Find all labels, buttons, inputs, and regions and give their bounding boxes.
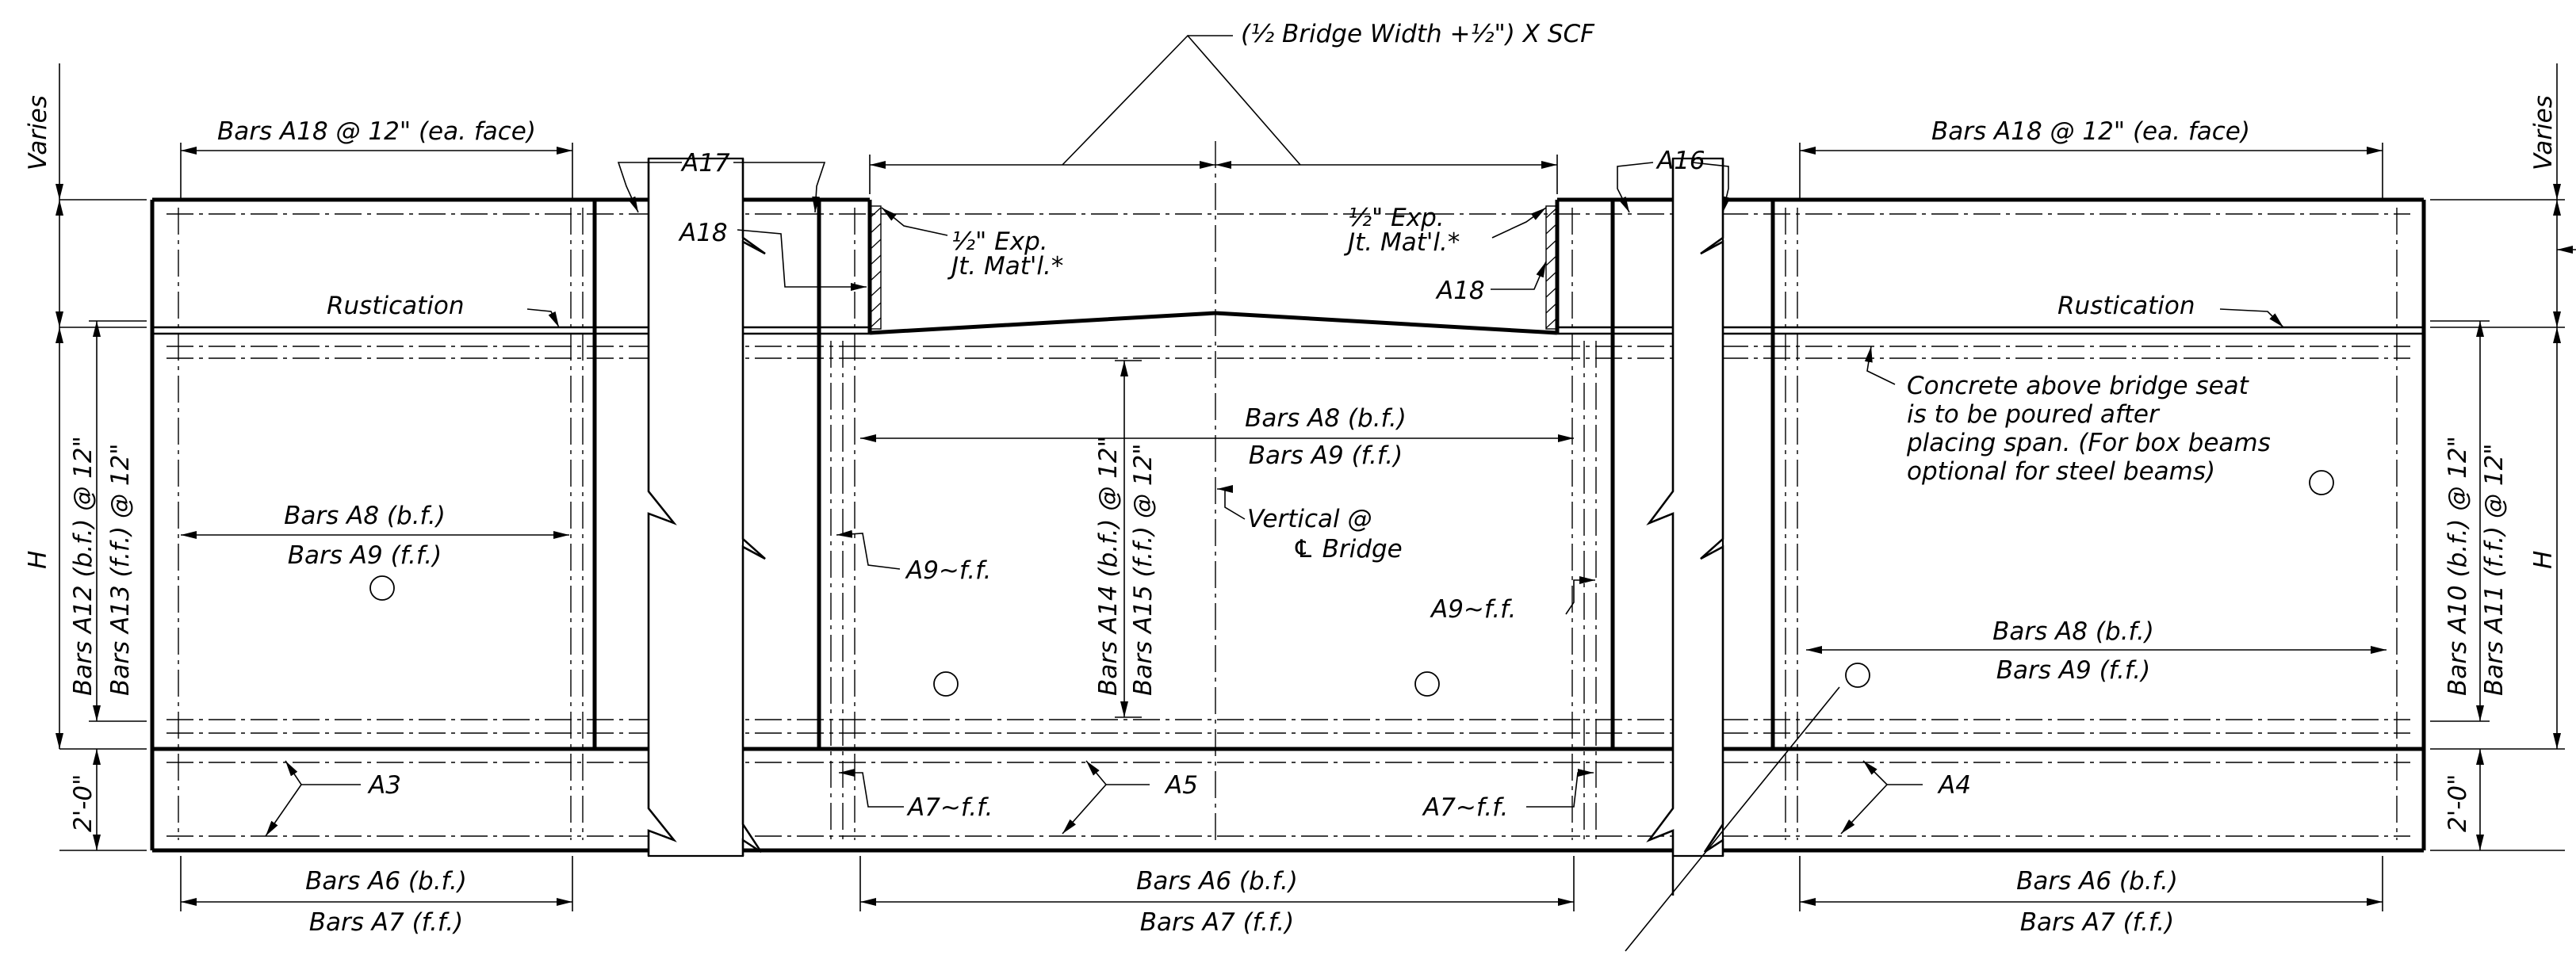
exp-joint-left-line1: ½" Exp. (951, 227, 1048, 256)
bridge-width-label: (½ Bridge Width +½") X SCF (1241, 20, 1595, 48)
two-foot-right: 2'-0" (2444, 774, 2472, 832)
bars-a15-label: Bars A15 (f.f.) @ 12" (1129, 443, 1158, 696)
a7-ff-left: A7~f.f. (906, 793, 993, 822)
bars-a8-left: Bars A8 (b.f.) (284, 502, 446, 530)
bars-a7-center: Bars A7 (f.f.) (1140, 908, 1294, 937)
a18-callout-left: A18 (678, 219, 728, 247)
bars-a7-right: Bars A7 (f.f.) (2020, 908, 2174, 937)
a9-ff-right: A9~f.f. (1430, 595, 1516, 624)
leaders (265, 162, 2284, 952)
bars-a13-label: Bars A13 (f.f.) @ 12" (106, 443, 135, 696)
exp-joint-right-line1: ½" Exp. (1348, 204, 1445, 232)
varies-left: Varies (24, 95, 52, 170)
varies-right: Varies (2529, 95, 2558, 170)
bars-a10-label: Bars A10 (b.f.) @ 12" (2444, 436, 2472, 696)
concrete-note-line2: is to be poured after (1907, 400, 2161, 429)
bars-a6-left: Bars A6 (b.f.) (305, 867, 467, 896)
bars-a8-right: Bars A8 (b.f.) (1992, 617, 2154, 646)
a9-ff-left: A9~f.f. (905, 556, 991, 585)
a18-spacing-right: Bars A18 @ 12" (ea. face) (1931, 117, 2250, 146)
dimensions (56, 34, 2576, 911)
height-left: H (24, 551, 52, 569)
expansion-joint-right (1545, 205, 1558, 330)
bars-a9-center: Bars A9 (f.f.) (1249, 441, 1403, 470)
a3-callout: A3 (367, 771, 401, 800)
a17-callout: A17 (680, 149, 730, 178)
bars-a9-left: Bars A9 (f.f.) (288, 541, 442, 570)
bars-a9-right: Bars A9 (f.f.) (1996, 656, 2150, 685)
vertical-cl-line2: ℄ Bridge (1292, 535, 1403, 563)
exp-joint-right-line2: Jt. Mat'l.* (1343, 228, 1460, 257)
exp-joint-left-line2: Jt. Mat'l.* (947, 252, 1063, 281)
bars-a12-label: Bars A12 (b.f.) @ 12" (69, 436, 98, 696)
text-labels: (½ Bridge Width +½") X SCF Bars A18 @ 12… (24, 20, 2558, 937)
bars-a7-left: Bars A7 (f.f.) (309, 908, 463, 937)
bar-markers (369, 470, 2334, 697)
vertical-cl-line1: Vertical @ (1247, 505, 1372, 533)
bars-a6-center: Bars A6 (b.f.) (1136, 867, 1298, 896)
break-band-left (647, 157, 766, 858)
a16-callout: A16 (1655, 147, 1705, 175)
a18-spacing-left: Bars A18 @ 12" (ea. face) (217, 117, 536, 146)
rustication-left: Rustication (327, 292, 465, 320)
a4-callout: A4 (1937, 771, 1971, 800)
reinforcing-bars (167, 141, 2410, 840)
rustication-right: Rustication (2057, 292, 2195, 320)
a18-callout-right: A18 (1435, 277, 1485, 305)
bars-a8-center: Bars A8 (b.f.) (1245, 404, 1407, 433)
a5-callout: A5 (1164, 771, 1198, 800)
concrete-note-line4: optional for steel beams) (1907, 457, 2215, 486)
concrete-note-line3: placing span. (For box beams (1906, 429, 2271, 457)
bars-a14-label: Bars A14 (b.f.) @ 12" (1094, 436, 1123, 696)
height-right: H (2529, 551, 2558, 569)
bars-a6-right: Bars A6 (b.f.) (2016, 867, 2178, 896)
bars-a11-label: Bars A11 (f.f.) @ 12" (2480, 443, 2509, 696)
break-band-right (1646, 157, 1724, 896)
concrete-note-line1: Concrete above bridge seat (1907, 372, 2250, 400)
two-foot-left: 2'-0" (69, 774, 98, 832)
a7-ff-right: A7~f.f. (1422, 793, 1508, 822)
expansion-joint-left (869, 205, 882, 330)
